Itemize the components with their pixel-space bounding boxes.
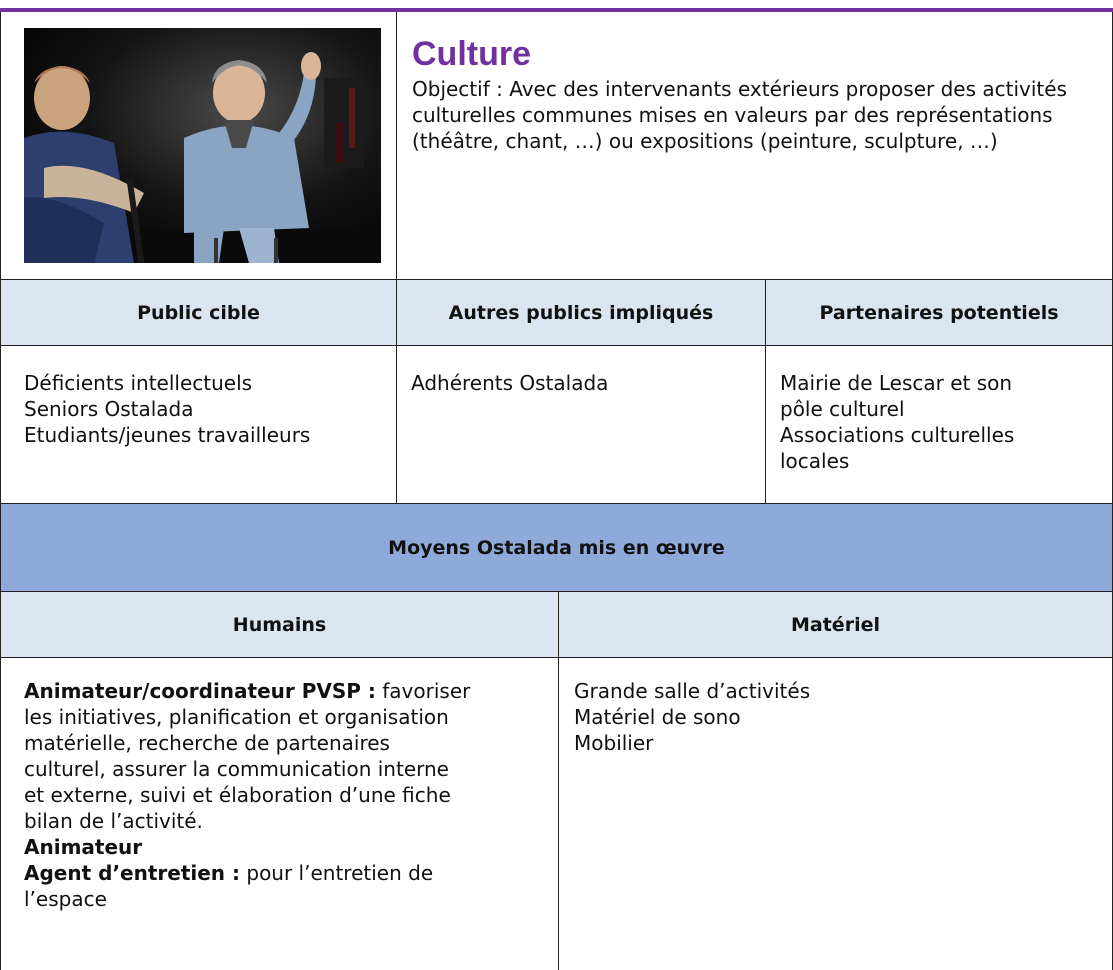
moyens-section-header: Moyens Ostalada mis en œuvre	[0, 504, 1113, 592]
role-label: Animateur	[24, 835, 143, 859]
partenaires-heading: Partenaires potentiels	[819, 301, 1059, 324]
public-cible-body-cell: Déficients intellectuels Seniors Ostalad…	[1, 346, 397, 503]
humains-body-cell: Animateur/coordinateur PVSP : favoriser …	[1, 658, 559, 970]
materiel-item: Grande salle d’activités	[574, 679, 811, 703]
two-column-header-row: Humains Matériel	[0, 592, 1113, 658]
humains-line: les initiatives, planification et organi…	[24, 705, 449, 729]
role-description: favoriser	[375, 679, 471, 703]
public-cible-header-cell: Public cible	[1, 280, 397, 345]
humains-heading: Humains	[232, 613, 327, 636]
page-title: Culture	[412, 35, 531, 73]
public-cible-item: Déficients intellectuels	[24, 371, 253, 395]
top-accent-rule	[0, 8, 1113, 12]
autres-publics-item: Adhérents Ostalada	[411, 371, 609, 395]
two-column-body-row: Animateur/coordinateur PVSP : favoriser …	[0, 658, 1113, 970]
humains-role1-first-line: Animateur/coordinateur PVSP : favoriser	[24, 678, 470, 704]
public-cible-heading: Public cible	[137, 301, 260, 324]
autres-publics-heading: Autres publics impliqués	[448, 301, 714, 324]
partenaires-line: Associations culturelles	[780, 423, 1015, 447]
materiel-body-cell: Grande salle d’activités Matériel de son…	[559, 658, 1112, 970]
partenaires-header-cell: Partenaires potentiels	[766, 280, 1112, 345]
partenaires-body-cell: Mairie de Lescar et son pôle culturel As…	[766, 346, 1112, 503]
partenaires-list: Mairie de Lescar et son pôle culturel As…	[766, 346, 1022, 503]
materiel-item: Mobilier	[574, 731, 654, 755]
public-cible-item: Seniors Ostalada	[24, 397, 194, 421]
three-column-header-row: Public cible Autres publics impliqués Pa…	[0, 280, 1113, 346]
role-description: pour l’entretien de	[240, 861, 434, 885]
humains-line: bilan de l’activité.	[24, 809, 203, 833]
humains-text: Animateur/coordinateur PVSP : favoriser …	[1, 658, 480, 970]
partenaires-line: locales	[780, 449, 850, 473]
humains-header-cell: Humains	[1, 592, 559, 657]
three-column-body-row: Déficients intellectuels Seniors Ostalad…	[0, 346, 1113, 504]
title-cell: Culture Objectif : Avec des intervenants…	[397, 12, 1112, 279]
humains-line: culturel, assurer la communication inter…	[24, 757, 449, 781]
autres-publics-header-cell: Autres publics impliqués	[397, 280, 766, 345]
autres-publics-list: Adhérents Ostalada	[397, 346, 616, 503]
role-label: Animateur/coordinateur PVSP :	[24, 679, 376, 703]
humains-line: l’espace	[24, 887, 107, 911]
partenaires-line: pôle culturel	[780, 397, 905, 421]
humains-line: et externe, suivi et élaboration d’une f…	[24, 783, 451, 807]
theater-photo-illustration	[24, 28, 381, 263]
public-cible-item: Etudiants/jeunes travailleurs	[24, 423, 311, 447]
autres-publics-body-cell: Adhérents Ostalada	[397, 346, 766, 503]
materiel-heading: Matériel	[791, 613, 880, 636]
humains-role3-line: Agent d’entretien : pour l’entretien de	[24, 860, 470, 886]
photo-cell	[1, 12, 397, 279]
partenaires-line: Mairie de Lescar et son	[780, 371, 1013, 395]
header-row: Culture Objectif : Avec des intervenants…	[0, 12, 1113, 280]
objective-text: Objectif : Avec des intervenants extérie…	[412, 77, 1067, 153]
humains-line: matérielle, recherche de partenaires	[24, 731, 390, 755]
public-cible-list: Déficients intellectuels Seniors Ostalad…	[1, 346, 318, 503]
role-label: Agent d’entretien :	[24, 861, 241, 885]
materiel-header-cell: Matériel	[559, 592, 1112, 657]
theater-photo	[24, 28, 381, 263]
moyens-heading: Moyens Ostalada mis en œuvre	[388, 536, 725, 559]
materiel-list: Grande salle d’activités Matériel de son…	[559, 658, 820, 970]
materiel-item: Matériel de sono	[574, 705, 741, 729]
